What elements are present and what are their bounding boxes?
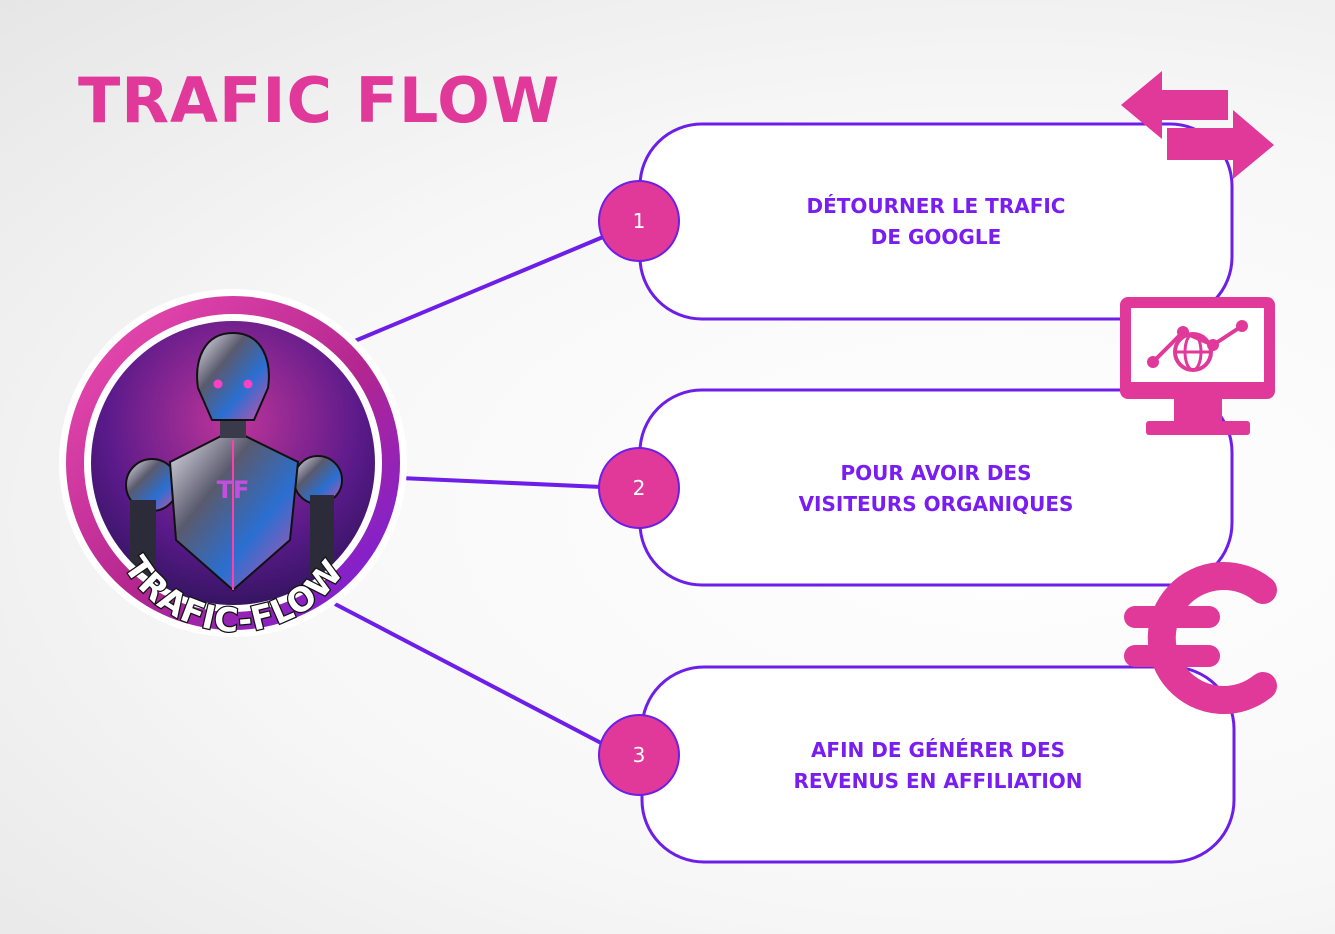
page-title: TRAFIC FLOW [78,64,561,137]
step-text-line2: DE GOOGLE [871,225,1001,249]
step-box [638,388,1234,587]
step-3: AFIN DE GÉNÉRER DES REVENUS EN AFFILIATI… [598,665,1236,864]
step-number: 2 [633,476,646,500]
swap-arrows-icon [1121,71,1274,179]
trafic-flow-logo: TF TRAFIC-FLOW [59,289,407,641]
step-number: 3 [633,743,646,767]
euro-icon [1124,562,1277,714]
step-number-badge [598,447,680,529]
connector-lines [334,235,604,746]
monitor-analytics-icon [1120,297,1275,435]
step-text-line2: VISITEURS ORGANIQUES [799,492,1074,516]
connector-line-2 [399,476,603,489]
step-box [638,122,1234,321]
robot-illustration: TF [125,331,343,592]
step-text-line1: POUR AVOIR DES [841,461,1032,485]
step-2: POUR AVOIR DES VISITEURS ORGANIQUES 2 [598,388,1234,587]
step-box [640,665,1236,864]
step-text-line1: AFIN DE GÉNÉRER DES [811,738,1065,762]
step-text-line1: DÉTOURNER LE TRAFIC [807,194,1066,218]
step-number-badge [598,714,680,796]
connector-line-1 [349,235,604,345]
logo-emblem: TF [217,476,250,504]
step-number-badge [598,180,680,262]
step-number: 1 [633,209,646,233]
connector-line-3 [334,602,604,746]
step-1: DÉTOURNER LE TRAFIC DE GOOGLE 1 [598,122,1234,321]
step-text-line2: REVENUS EN AFFILIATION [793,769,1082,793]
